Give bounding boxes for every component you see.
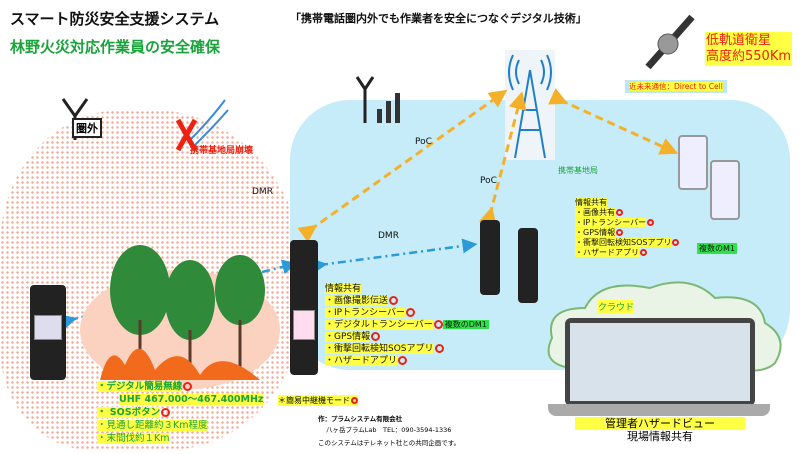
- smartphone-2: [710, 160, 740, 220]
- laptop-base: [548, 404, 770, 416]
- dmr-radio-right-2: [518, 228, 538, 303]
- cloud-label: クラウド: [598, 300, 635, 313]
- laptop-caption: 管理者ハザードビュー現場情報共有: [575, 417, 745, 443]
- broken-signal-icon: [175, 99, 229, 152]
- poc-link-2: [479, 91, 527, 226]
- tagline: 「携帯電話圏内外でも作業者を安全につなぐデジタル技術」: [290, 12, 587, 25]
- left-feature-list: ・デジタル簡易無線 UHF 467.000～467.400MHz ・ SOSボタ…: [97, 381, 264, 444]
- dmr-label-2: DMR: [378, 231, 399, 241]
- poc-link-1: [297, 89, 508, 243]
- page-subtitle: 林野火災対応作業員の安全確保: [10, 38, 221, 56]
- laptop: [565, 318, 755, 406]
- dmr-radio-right-1: [480, 220, 500, 295]
- multi-dm1-tag: 複数のDM1: [442, 320, 489, 329]
- satellite-icon: [645, 14, 695, 70]
- base-station-label: 携帯基地局: [558, 166, 598, 175]
- forest-fire-illustration: [80, 245, 280, 390]
- dmr-radio-center: [290, 240, 318, 375]
- poc-label-1: PoC: [415, 137, 432, 147]
- credits: 作：プラムシステム有限会社 八ヶ岳プラムLab TEL：090-3594-133…: [318, 415, 461, 447]
- dmr-radio-left: [30, 285, 66, 380]
- out-of-range-label: 圏外: [72, 118, 102, 138]
- relay-mode-label: ＊簡易中継機モード: [278, 395, 358, 406]
- satellite-label: 低軌道衛星高度約550Km: [705, 32, 793, 66]
- base-station-down-label: 携帯基地局崩壊: [190, 146, 254, 156]
- dmr-label-1: DMR: [252, 187, 273, 197]
- center-info-list: 情報共有 ・画像撮影伝送 ・IPトランシーバー ・デジタルトランシーバー複数のD…: [325, 284, 489, 366]
- poc-label-2: PoC: [480, 176, 497, 186]
- dmr-link-2: [311, 238, 478, 274]
- satellite-link: [548, 88, 679, 155]
- multi-m1-tag: 複数のM1: [697, 243, 737, 254]
- right-info-list: 情報共有 ・画像共有 ・IPトランシーバー ・GPS情報 ・衝撃回転検知SOSア…: [575, 198, 680, 258]
- smartphone-1: [678, 135, 708, 190]
- page-title: スマート防災安全支援システム: [10, 10, 220, 28]
